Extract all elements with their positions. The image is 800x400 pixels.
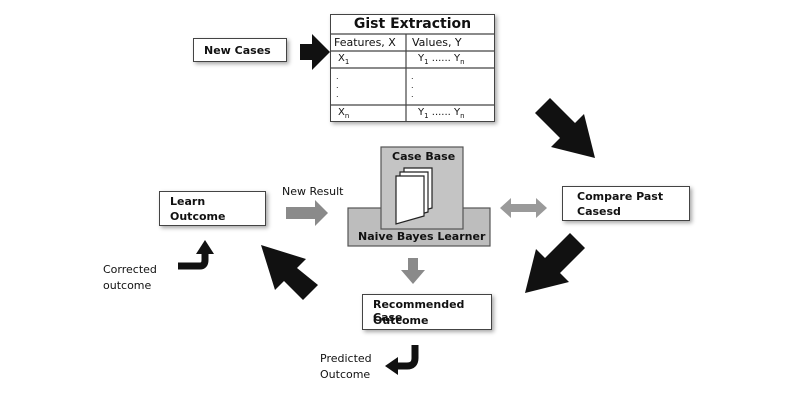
document-stack-icon <box>395 167 433 225</box>
gist-title: Gist Extraction <box>353 16 472 32</box>
predicted-label-line1: Predicted <box>320 352 372 365</box>
corrected-outcome-arrow <box>178 252 209 270</box>
compare-label-line2: Casesd <box>577 205 621 218</box>
rown-x: Xn <box>338 107 350 120</box>
arrow-compare-to-recommended <box>525 233 585 293</box>
learn-label-line1: Learn <box>170 195 206 208</box>
rown-y: Y1 ...... Yn <box>418 107 465 120</box>
compare-past-cases-box: Compare Past Casesd <box>562 186 690 221</box>
row1-y: Y1 ...... Yn <box>418 53 465 66</box>
predicted-outcome-arrow <box>396 345 419 370</box>
arrow-learner-to-recommended <box>401 258 425 284</box>
col-features-header: Features, X <box>334 36 396 49</box>
arrow-learn-to-learner <box>286 200 328 226</box>
arrow-new-cases-to-gist <box>300 34 330 70</box>
col-values-header: Values, Y <box>412 36 462 49</box>
corrected-label-line2: outcome <box>103 279 152 292</box>
recommended-label-line1: Recommended Case <box>373 298 465 324</box>
recommended-label-line2: Outcome <box>373 314 429 327</box>
arrow-learner-compare-double <box>500 198 547 218</box>
ellipsis-dots-left: ... <box>336 72 339 99</box>
ellipsis-dots-right: ... <box>411 72 414 99</box>
naive-bayes-label: Naive Bayes Learner <box>358 230 486 243</box>
recommended-outcome-box: Recommended Case Outcome <box>362 294 492 330</box>
new-cases-box: New Cases <box>193 38 287 62</box>
arrow-recommended-to-learn <box>261 245 318 300</box>
predicted-label-line2: Outcome <box>320 368 371 381</box>
learn-outcome-box: Learn Outcome <box>159 191 266 226</box>
new-result-label: New Result <box>282 185 344 198</box>
learn-label-line2: Outcome <box>170 210 226 223</box>
arrow-gist-to-compare <box>535 98 595 158</box>
row1-x: X1 <box>338 53 350 66</box>
new-cases-label: New Cases <box>204 44 271 57</box>
corrected-label-line1: Corrected <box>103 263 157 276</box>
compare-label-line1: Compare Past <box>577 190 664 203</box>
case-base-label: Case Base <box>392 150 456 163</box>
